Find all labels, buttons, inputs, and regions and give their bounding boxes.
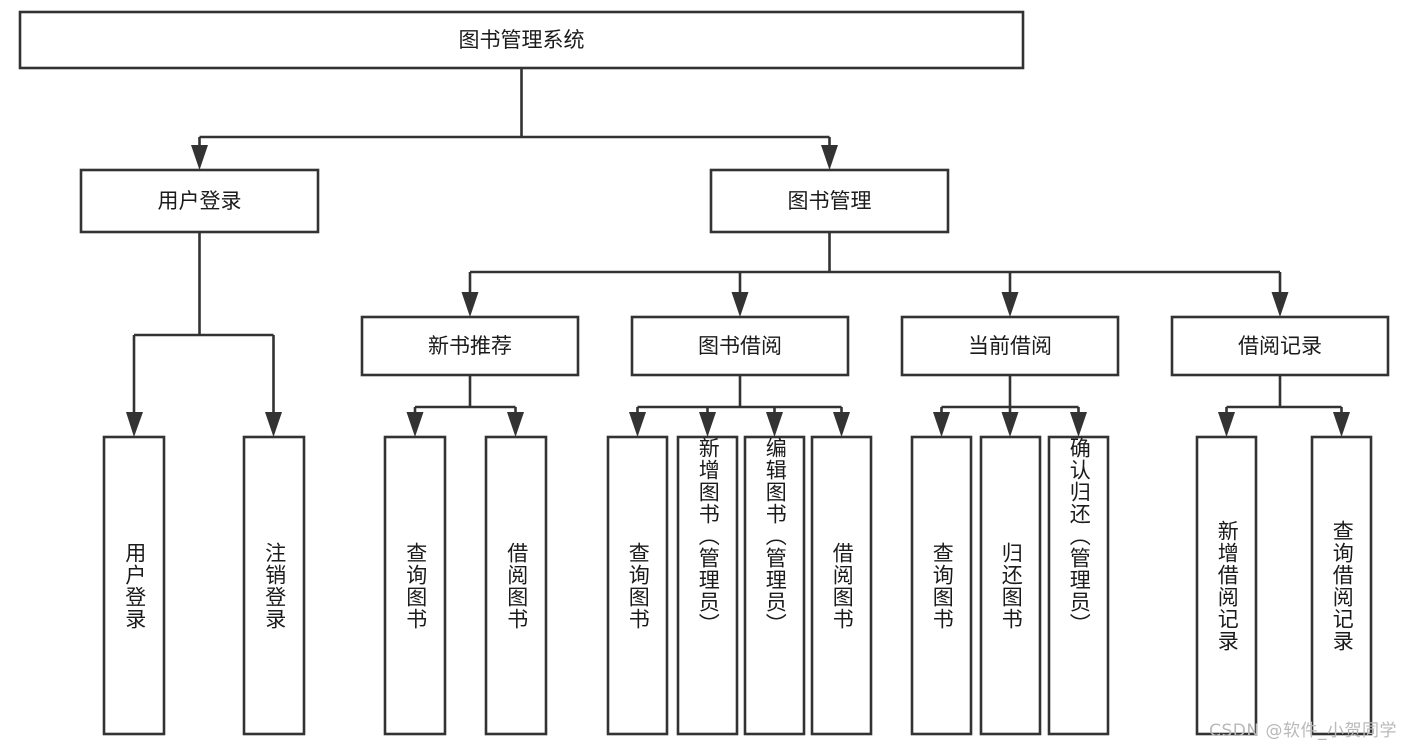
leaf-box-current-borrow-3[interactable]: [1047, 435, 1110, 736]
node-user-login-box[interactable]: [79, 168, 320, 234]
arrowhead-new-book-leaf2: [507, 412, 524, 437]
node-book-manage[interactable]: 图书管理: [709, 168, 950, 234]
node-new-book-recommend-box[interactable]: [360, 315, 580, 377]
node-current-borrow-label: 当前借阅: [968, 334, 1052, 358]
connector-group-current-borrow-to-leaves: [933, 375, 1087, 437]
leaf-box-user-login-1[interactable]: [102, 435, 166, 736]
arrowhead-new-book: [461, 292, 479, 317]
arrowhead-current-borrow-leaf2: [1001, 412, 1019, 437]
node-book-borrow-label: 图书借阅: [698, 334, 782, 358]
arrowhead-borrow-record: [1271, 292, 1289, 317]
leaf-box-borrow-record-1[interactable]: [1195, 435, 1258, 736]
node-root-box[interactable]: [18, 10, 1025, 70]
arrowhead-user-login-leaf2: [265, 412, 282, 437]
arrowhead-borrow-record-leaf2: [1333, 412, 1350, 437]
connector-group-new-book-to-leaves: [406, 375, 524, 437]
node-user-login-label: 用户登录: [158, 189, 242, 213]
node-new-book-recommend-label: 新书推荐: [428, 334, 512, 358]
connector-group-root-to-level2: [191, 68, 838, 170]
node-book-borrow[interactable]: 图书借阅: [630, 315, 850, 377]
node-root[interactable]: 图书管理系统: [18, 10, 1025, 70]
arrowhead-borrow-record-leaf1: [1218, 412, 1235, 437]
node-current-borrow-box[interactable]: [900, 315, 1120, 377]
arrowhead-book-manage: [821, 145, 838, 170]
node-book-borrow-box[interactable]: [630, 315, 850, 377]
arrowhead-book-borrow-leaf2: [699, 412, 716, 437]
arrowhead-book-borrow-leaf1: [629, 412, 646, 437]
arrowhead-book-borrow-leaf4: [833, 412, 850, 437]
leaf-box-book-borrow-2[interactable]: [676, 435, 739, 736]
leaf-box-new-book-2[interactable]: [484, 435, 548, 736]
leaf-box-new-book-1[interactable]: [383, 435, 447, 736]
node-borrow-record[interactable]: 借阅记录: [1170, 315, 1390, 377]
leaf-box-current-borrow-2[interactable]: [979, 435, 1042, 736]
connector-group-book-manage-to-level3: [461, 232, 1289, 317]
node-book-manage-label: 图书管理: [788, 189, 872, 213]
watermark-text: CSDN @软件_小贺同学: [1209, 721, 1397, 741]
node-root-label: 图书管理系统: [459, 28, 585, 52]
arrowhead-current-borrow-leaf1: [933, 412, 950, 437]
arrowhead-book-borrow: [731, 292, 749, 317]
leaf-box-borrow-record-2[interactable]: [1310, 435, 1373, 736]
leaf-box-current-borrow-1[interactable]: [910, 435, 973, 736]
arrowhead-current-borrow-leaf3: [1070, 412, 1087, 437]
connector-group-borrow-record-to-leaves: [1218, 375, 1350, 437]
arrowhead-new-book-leaf1: [406, 412, 424, 437]
leaf-box-book-borrow-3[interactable]: [743, 435, 806, 736]
leaf-box-book-borrow-4[interactable]: [810, 435, 873, 736]
node-book-manage-box[interactable]: [709, 168, 950, 234]
node-borrow-record-label: 借阅记录: [1238, 334, 1322, 358]
arrowhead-current-borrow: [1001, 292, 1019, 317]
node-current-borrow[interactable]: 当前借阅: [900, 315, 1120, 377]
node-borrow-record-box[interactable]: [1170, 315, 1390, 377]
connector-group-user-login-to-leaves: [126, 232, 282, 437]
arrowhead-user-login-leaf1: [126, 412, 143, 437]
leaf-box-user-login-2[interactable]: [242, 435, 306, 736]
leaf-box-book-borrow-1[interactable]: [606, 435, 669, 736]
arrowhead-user-login: [191, 145, 208, 170]
connector-group-book-borrow-to-leaves: [629, 375, 850, 437]
node-user-login[interactable]: 用户登录: [79, 168, 320, 234]
arrowhead-book-borrow-leaf3: [766, 412, 783, 437]
node-new-book-recommend[interactable]: 新书推荐: [360, 315, 580, 377]
